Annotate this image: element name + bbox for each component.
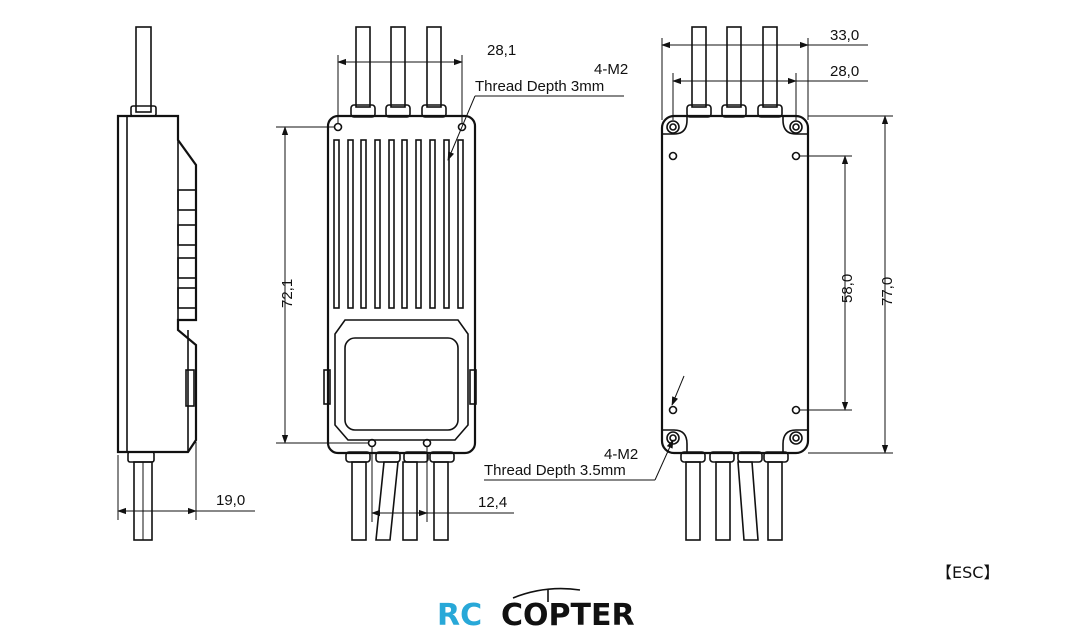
side-top-cable bbox=[135, 26, 152, 113]
dim-overall-width-label: 33,0 bbox=[830, 27, 859, 44]
side-view: 19,0 bbox=[116, 26, 255, 541]
front-bottom-cable bbox=[433, 461, 449, 541]
side-fin bbox=[177, 287, 197, 309]
front-body bbox=[326, 114, 477, 455]
front-cap bbox=[334, 319, 469, 441]
front-top-cable-1 bbox=[355, 26, 371, 108]
side-fin bbox=[177, 189, 197, 211]
front-bottom-cable bbox=[375, 461, 399, 541]
back-bottom-cable bbox=[767, 461, 783, 541]
dim-thickness-label: 19,0 bbox=[216, 492, 245, 509]
front-hole-bottom-right bbox=[422, 438, 432, 448]
dim-front-vertical-label: 72,1 bbox=[279, 279, 296, 308]
dim-top-width-label: 28,1 bbox=[487, 42, 516, 59]
side-top-cable-sleeve bbox=[130, 105, 157, 117]
front-thread-depth: Thread Depth 3mm bbox=[475, 78, 604, 95]
back-hole-bottom-left bbox=[668, 405, 678, 415]
side-fin bbox=[177, 257, 197, 279]
back-hole-top-left bbox=[668, 151, 678, 161]
front-top-cable-2 bbox=[390, 26, 406, 108]
back-bottom-cable bbox=[715, 461, 731, 541]
back-top-cable-1 bbox=[691, 26, 707, 108]
front-heatsink-fins bbox=[333, 139, 464, 309]
back-screw-top-right bbox=[789, 120, 803, 134]
back-view: 33,0 28,0 58,0 77,0 4-M2 Thread Depth 3.… bbox=[484, 26, 896, 541]
front-hole-bottom-left bbox=[367, 438, 377, 448]
logo-rc: RC bbox=[437, 598, 482, 629]
front-bottom-cable bbox=[402, 461, 418, 541]
dim-back-vertical-label: 58,0 bbox=[839, 274, 856, 303]
back-thread-depth: Thread Depth 3.5mm bbox=[484, 462, 626, 479]
front-top-cable-3 bbox=[426, 26, 442, 108]
back-hole-bottom-right bbox=[791, 405, 801, 415]
dim-hole-spacing-label: 28,0 bbox=[830, 63, 859, 80]
side-body bbox=[116, 114, 198, 454]
back-screw-bottom-left bbox=[666, 431, 680, 445]
back-hole-top-right bbox=[791, 151, 801, 161]
back-bottom-cable bbox=[737, 461, 759, 541]
back-bottom-cable bbox=[685, 461, 701, 541]
back-body bbox=[660, 114, 810, 455]
side-fin bbox=[177, 224, 197, 246]
front-hole-top-right bbox=[457, 122, 467, 132]
back-top-cable-2 bbox=[726, 26, 742, 108]
back-hole-spec: 4-M2 bbox=[604, 446, 638, 463]
front-bottom-cable bbox=[351, 461, 367, 541]
front-cap-window bbox=[344, 337, 459, 431]
front-hole-top-left bbox=[333, 122, 343, 132]
back-top-cable-3 bbox=[762, 26, 778, 108]
dim-bottom-spacing-label: 12,4 bbox=[478, 494, 507, 511]
back-screw-bottom-right bbox=[789, 431, 803, 445]
rc-copter-logo: RC COPTER bbox=[437, 587, 635, 629]
front-hole-spec: 4-M2 bbox=[594, 61, 628, 78]
logo-copter: COPTER bbox=[501, 598, 635, 629]
drawing-caption: 【ESC】 bbox=[936, 563, 999, 582]
front-view: 28,1 4-M2 Thread Depth 3mm 72,1 12,4 bbox=[276, 26, 628, 541]
back-screw-top-left bbox=[666, 120, 680, 134]
side-bottom-cable-sleeve bbox=[127, 451, 155, 463]
side-clip bbox=[185, 369, 195, 407]
dim-overall-length-label: 77,0 bbox=[879, 277, 896, 306]
